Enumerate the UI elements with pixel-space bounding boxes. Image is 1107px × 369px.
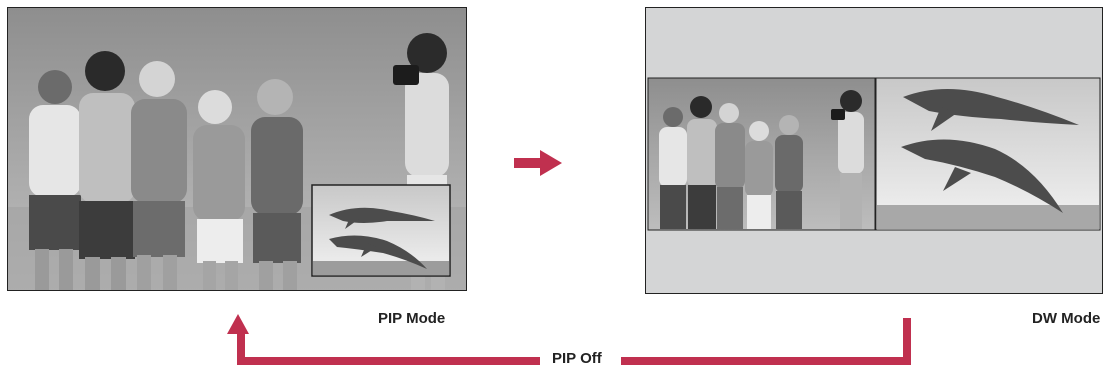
right-arrow-icon	[514, 150, 562, 176]
pip-mode-screen	[7, 7, 467, 291]
pip-inset-window	[312, 185, 450, 276]
pip-off-label: PIP Off	[552, 350, 602, 367]
pip-screen-graphic	[7, 7, 467, 291]
dw-left-window	[648, 78, 875, 230]
dw-mode-label: DW Mode	[1032, 310, 1100, 327]
up-arrow-icon	[227, 314, 249, 334]
dw-screen-graphic	[645, 7, 1103, 294]
dw-right-window	[876, 78, 1100, 230]
dw-mode-screen	[645, 7, 1103, 294]
